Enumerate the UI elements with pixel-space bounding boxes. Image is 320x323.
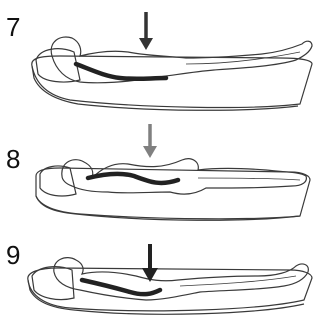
panel-7	[32, 12, 312, 110]
mattress-9-side	[28, 280, 304, 314]
pillow-9	[32, 267, 74, 300]
panel-number-8: 8	[6, 146, 20, 172]
pillow-7	[36, 49, 80, 82]
mattress-8	[36, 168, 310, 219]
panel-8	[36, 124, 310, 220]
spine-7	[76, 64, 166, 79]
body-7	[51, 37, 312, 83]
mattress-9	[28, 268, 312, 311]
leg-line-9	[180, 276, 296, 286]
pressure-arrow-8-head	[143, 146, 157, 158]
pillow-8	[40, 166, 76, 196]
panel-number-9: 9	[6, 242, 20, 268]
panel-number-7: 7	[6, 14, 20, 40]
pressure-arrow-7-head	[139, 38, 153, 50]
body-9	[54, 258, 309, 300]
spine-8	[88, 174, 178, 183]
mattress-7-side	[32, 66, 298, 110]
spine-9	[82, 280, 160, 294]
mattress-8-side	[36, 196, 300, 220]
leg-line-8	[198, 178, 300, 180]
panel-9	[28, 244, 312, 314]
